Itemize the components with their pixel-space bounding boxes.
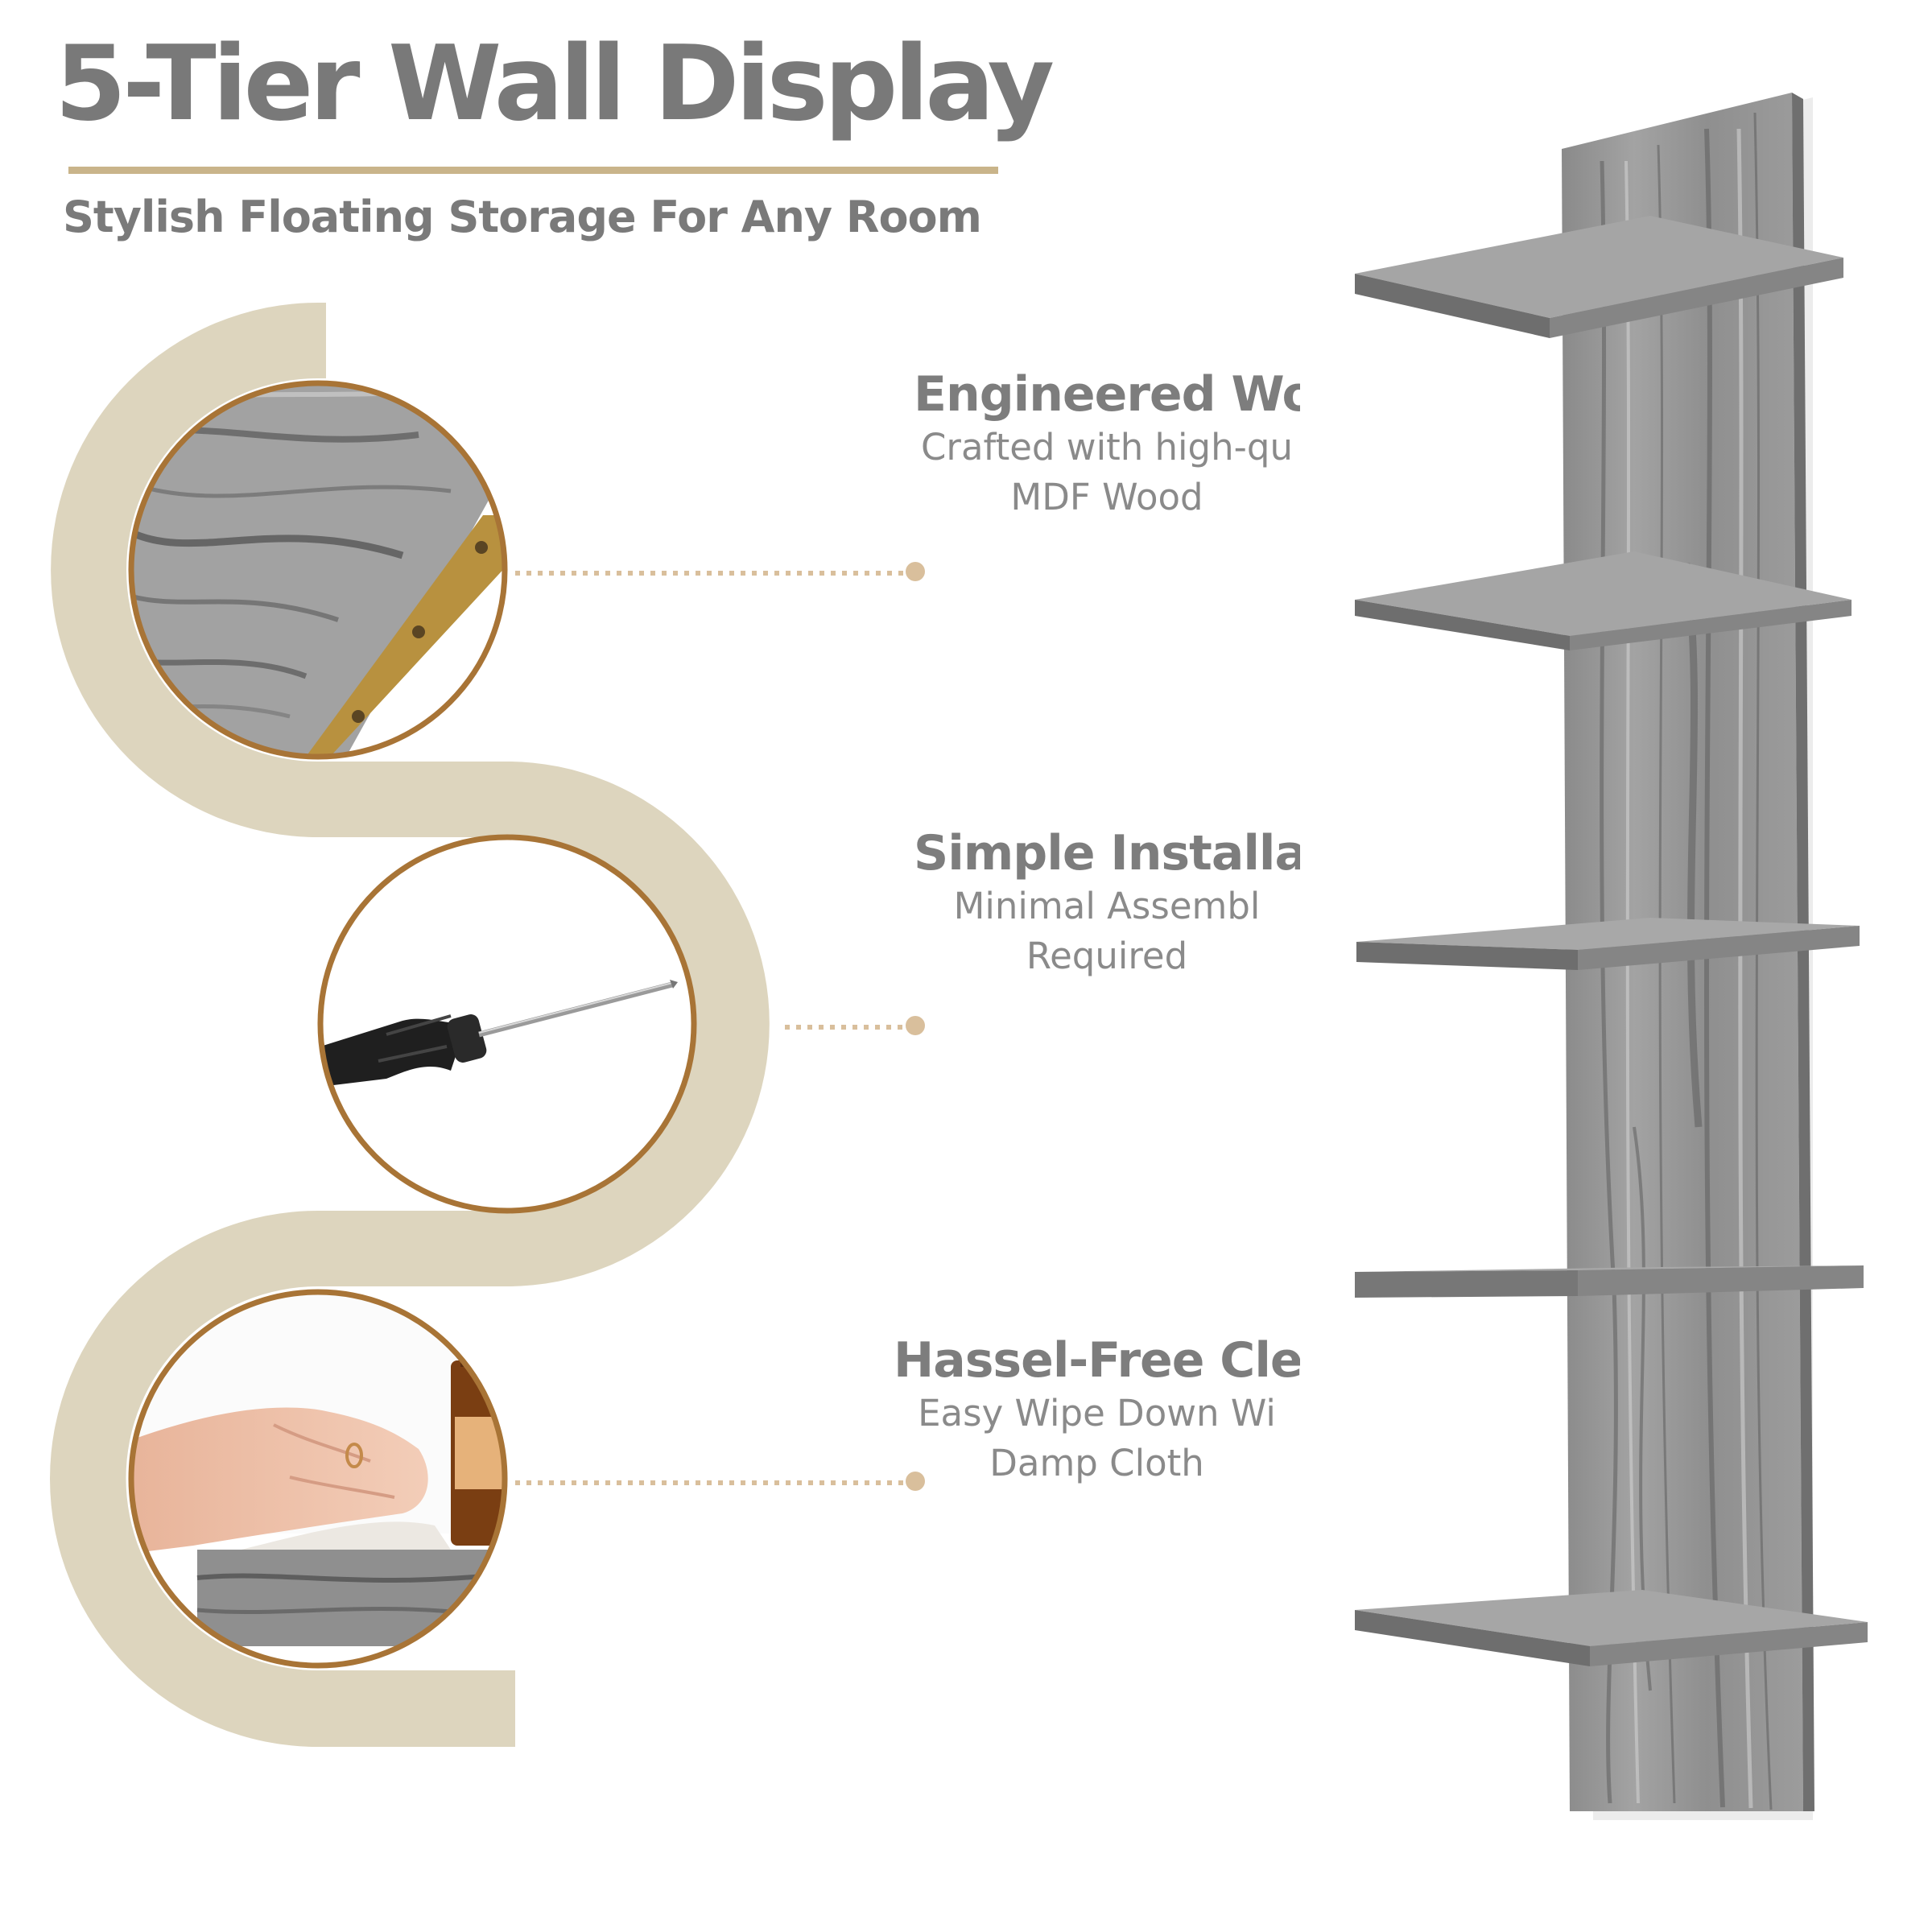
feature-title: Engineered Wo [914, 366, 1300, 423]
s-curve-band [50, 303, 770, 1747]
hand-wiping-shelf-icon [128, 1289, 508, 1669]
title-underline [68, 167, 998, 174]
feature-desc-line1: Minimal Assembl [953, 885, 1261, 927]
connector-lines [515, 562, 925, 1491]
shelf-tier-5 [1355, 1590, 1868, 1666]
feature-desc-line1: Crafted with high-qu [921, 426, 1293, 469]
feature-desc-line2: MDF Wood [1010, 476, 1203, 518]
shelf-tier-4 [1355, 1265, 1864, 1298]
wall-shelf [1355, 93, 1868, 1820]
page-subtitle: Stylish Floating Storage For Any Room [63, 192, 982, 242]
feature-title: Hassel-Free Clea [894, 1332, 1300, 1389]
screwdriver-icon [317, 834, 697, 1214]
feature-hassle-free-cleaning: Hassel-Free Clea Easy Wipe Down Wi Damp … [894, 1332, 1344, 1509]
page-title: 5-Tier Wall Display [55, 24, 1055, 144]
shelf-tier-2 [1355, 551, 1852, 650]
feature-desc-line2: Required [1026, 935, 1188, 977]
shelf-tier-1 [1355, 216, 1843, 338]
feature-desc-line2: Damp Cloth [989, 1442, 1204, 1484]
shelf-tier-3 [1356, 918, 1860, 970]
feature-desc-line1: Easy Wipe Down Wi [918, 1392, 1276, 1435]
feature-title: Simple Installat [914, 825, 1300, 881]
feature-engineered-wood: Engineered Wo Crafted with high-qu MDF W… [914, 366, 1364, 543]
feature-simple-installation: Simple Installat Minimal Assembl Require… [914, 825, 1364, 1002]
wood-grain-closeup-icon [128, 380, 508, 760]
